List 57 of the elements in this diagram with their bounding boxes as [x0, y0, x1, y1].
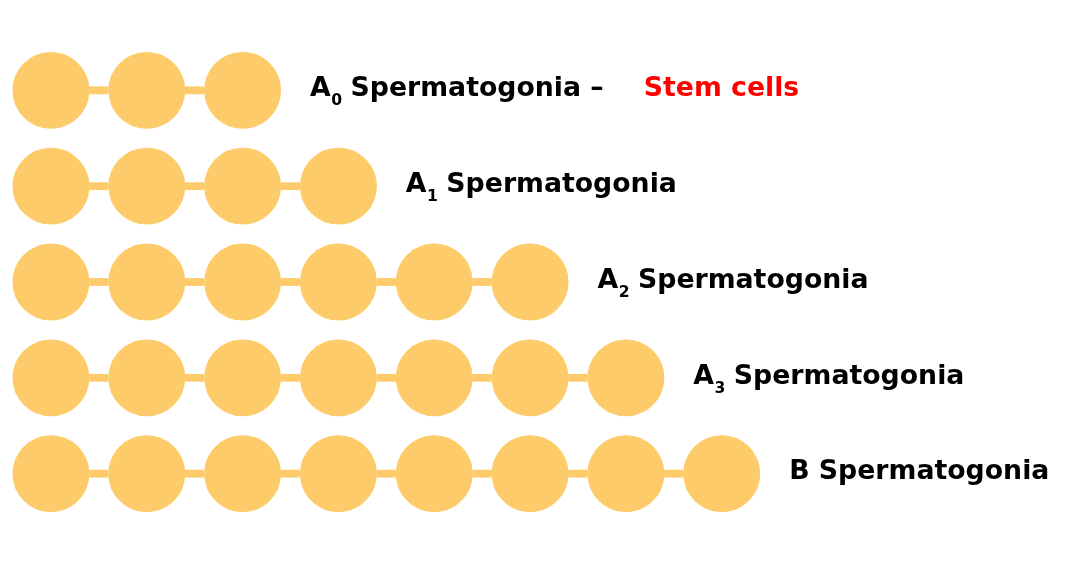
node-circle [300, 147, 377, 225]
node-circle [300, 243, 377, 321]
label: A$_{1}$ Spermatogonia [405, 166, 677, 205]
connector [376, 469, 396, 478]
node-circle [108, 51, 186, 129]
connector [376, 373, 396, 382]
node-circle [395, 243, 473, 321]
connector [280, 182, 301, 191]
connector [472, 373, 492, 382]
connector [89, 373, 109, 382]
label: Stem cells [643, 71, 800, 103]
node-circle [12, 243, 90, 321]
node-circle [204, 51, 282, 129]
node-circle [204, 243, 282, 321]
connector [89, 278, 109, 286]
label: A$_{3}$ Spermatogonia [693, 358, 965, 397]
node-circle [204, 339, 282, 417]
node-circle [491, 435, 569, 513]
connector [184, 373, 205, 382]
connector [472, 469, 492, 478]
node-circle [300, 339, 377, 417]
connector [568, 373, 588, 382]
connector [280, 278, 301, 286]
node-circle [491, 243, 569, 321]
node-circle [12, 339, 90, 417]
node-circle [108, 435, 186, 513]
connector [184, 86, 205, 95]
connector [89, 86, 109, 95]
node-circle [108, 243, 186, 321]
connector [89, 182, 109, 191]
connector [280, 373, 301, 382]
node-circle [300, 435, 377, 513]
node-circle [12, 51, 90, 129]
label: B Spermatogonia [789, 454, 1050, 486]
connector [89, 469, 109, 478]
connector [376, 278, 396, 286]
node-circle [395, 435, 473, 513]
connector [184, 182, 205, 191]
node-circle [12, 435, 90, 513]
connector [568, 469, 588, 478]
connector [472, 278, 492, 286]
label: A$_{2}$ Spermatogonia [597, 262, 869, 301]
connector [184, 469, 205, 478]
node-circle [204, 147, 282, 225]
node-circle [12, 147, 90, 225]
connector [664, 469, 684, 478]
node-circle [395, 339, 473, 417]
node-circle [587, 435, 665, 513]
label: A$_{0}$ Spermatogonia – [310, 71, 604, 110]
connector [280, 469, 301, 478]
node-circle [108, 147, 186, 225]
connector [184, 278, 205, 286]
node-circle [587, 339, 665, 417]
node-circle [204, 435, 282, 513]
node-circle [491, 339, 569, 417]
node-circle [683, 435, 761, 513]
node-circle [108, 339, 186, 417]
